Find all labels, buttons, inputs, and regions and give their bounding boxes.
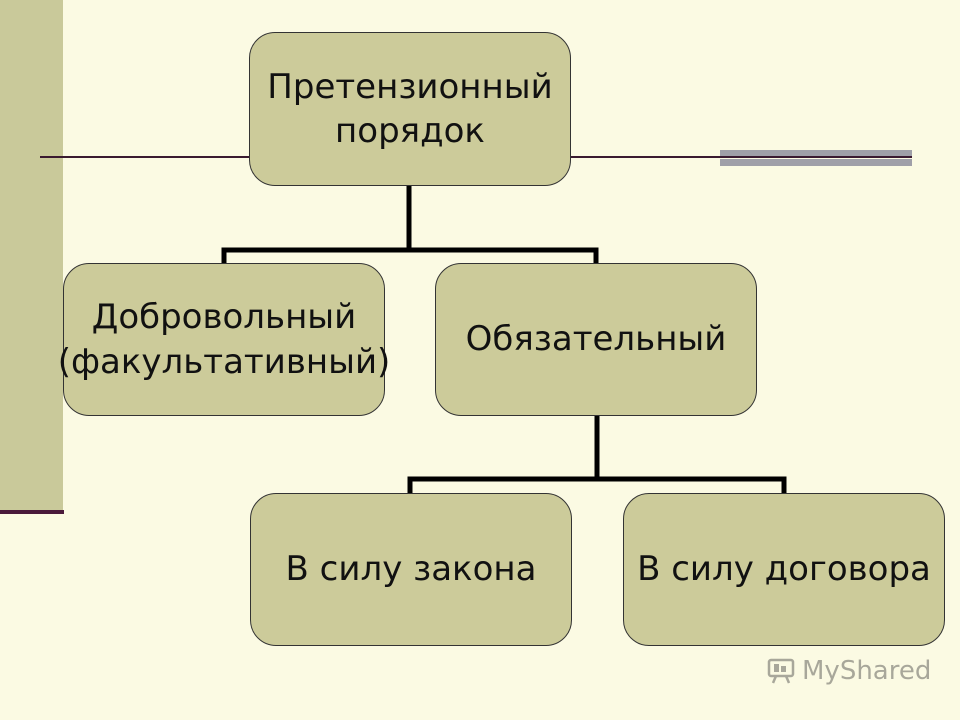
node-label: Добровольный (факультативный) (57, 297, 391, 382)
node-claim-procedure: Претензионный порядок (249, 32, 571, 186)
node-label: В силу договора (637, 549, 931, 590)
presentation-board-icon (767, 658, 795, 684)
node-by-contract: В силу договора (623, 493, 945, 646)
node-by-law: В силу закона (250, 493, 572, 646)
decorative-rule-right (568, 156, 723, 158)
decorative-left-band (0, 0, 63, 513)
decorative-rule-accent (720, 150, 912, 166)
node-label: Претензионный порядок (267, 66, 553, 151)
decorative-left-band-edge (0, 510, 64, 514)
watermark: MyShared (766, 656, 931, 686)
node-voluntary: Добровольный (факультативный) (58, 263, 390, 416)
node-label: В силу закона (285, 549, 537, 590)
node-label: Обязательный (465, 319, 727, 360)
connector-root-to-children (221, 184, 599, 266)
node-mandatory: Обязательный (435, 263, 757, 416)
decorative-rule-left (40, 156, 255, 158)
connector-obligatory-to-grandchildren (407, 413, 787, 496)
watermark-text: MyShared (802, 656, 932, 686)
